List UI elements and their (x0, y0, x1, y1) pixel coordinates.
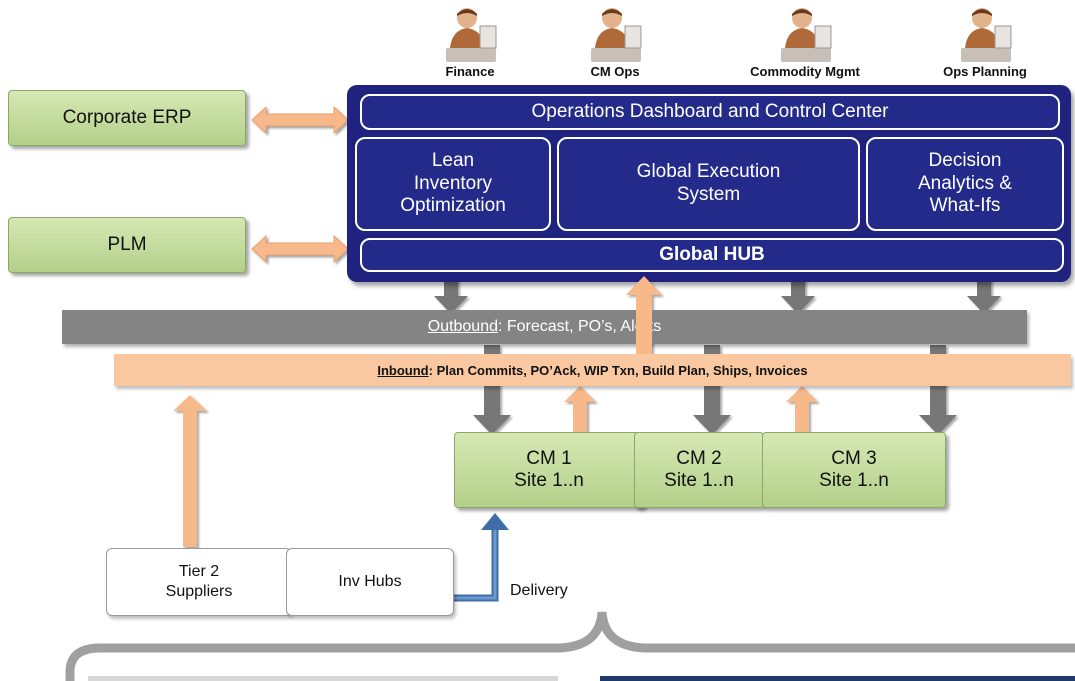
hub-up-arrow-overlay (626, 276, 662, 355)
delivery-label: Delivery (510, 582, 568, 599)
lean-inventory-label: Lean Inventory Optimization (400, 149, 506, 217)
user-finance: Finance (420, 4, 520, 82)
person-icon (781, 8, 832, 62)
outbound-text: : Forecast, PO’s, Alerts (497, 318, 662, 335)
user-label: Finance (445, 64, 495, 79)
cm1-site: Site 1..n (514, 470, 584, 491)
person-icon (591, 8, 642, 62)
person-icon (446, 8, 497, 62)
cm2-name: CM 2 (676, 448, 722, 470)
global-hub-label: Global HUB (659, 243, 765, 265)
cm-down-arrow (919, 345, 957, 435)
cm3-site: Site 1..n (819, 470, 889, 491)
dashboard-title-box[interactable]: Operations Dashboard and Control Center (360, 94, 1060, 130)
cm-up-arrow (564, 386, 596, 432)
lean-inventory-box[interactable]: Lean Inventory Optimization (355, 137, 551, 231)
global-hub-box[interactable]: Global HUB (360, 238, 1064, 272)
corporate-erp-label: Corporate ERP (62, 107, 192, 129)
cm3-name: CM 3 (831, 448, 877, 470)
dashboard-title: Operations Dashboard and Control Center (531, 100, 889, 122)
user-ops-planning: Ops Planning (925, 4, 1045, 82)
inv-hubs-box[interactable]: Inv Hubs (286, 548, 454, 616)
hub-down-arrow (967, 270, 1001, 314)
user-commodity-mgmt: Commodity Mgmt (730, 4, 880, 82)
delivery-arrow-line (454, 528, 499, 602)
person-icon (961, 8, 1012, 62)
inbound-text: : Plan Commits, PO’Ack, WIP Txn, Build P… (428, 362, 808, 378)
corporate-erp-box[interactable]: Corporate ERP (8, 90, 246, 146)
global-execution-label: Global Execution System (636, 161, 781, 205)
bottom-panel-edge (600, 676, 1075, 681)
cm-down-arrow (693, 345, 731, 435)
inbound-band: Inbound: Plan Commits, PO’Ack, WIP Txn, … (114, 354, 1071, 386)
user-label: Commodity Mgmt (750, 64, 860, 79)
decision-analytics-box[interactable]: Decision Analytics & What-Ifs (866, 137, 1064, 231)
erp-link-arrow (251, 105, 349, 135)
hub-down-arrow (781, 270, 815, 314)
inv-hubs-label: Inv Hubs (338, 573, 402, 590)
plm-box[interactable]: PLM (8, 217, 246, 273)
cm2-site: Site 1..n (664, 470, 734, 491)
tier2-suppliers-label: Tier 2 Suppliers (165, 563, 233, 600)
user-label: Ops Planning (943, 64, 1027, 79)
outbound-label: Outbound (427, 318, 498, 335)
inbound-label: Inbound (377, 362, 429, 378)
tier2-suppliers-box[interactable]: Tier 2 Suppliers (106, 548, 292, 616)
bottom-panel-edge (88, 676, 558, 681)
user-cm-ops: CM Ops (565, 4, 665, 82)
plm-label: PLM (107, 234, 147, 256)
plm-link-arrow (251, 234, 349, 264)
supplier-up-arrow (173, 395, 207, 547)
cm1-name: CM 1 (526, 448, 572, 470)
hub-down-arrow (434, 278, 468, 314)
decision-analytics-label: Decision Analytics & What-Ifs (918, 149, 1012, 217)
outbound-band: Outbound: Forecast, PO’s, Alerts (62, 310, 1027, 344)
cm-up-arrow (786, 386, 818, 432)
global-execution-box[interactable]: Global Execution System (557, 137, 860, 231)
cm-down-arrow (473, 345, 511, 435)
bottom-brace (65, 611, 1075, 681)
delivery-arrow-head (481, 513, 509, 530)
user-label: CM Ops (590, 64, 640, 79)
